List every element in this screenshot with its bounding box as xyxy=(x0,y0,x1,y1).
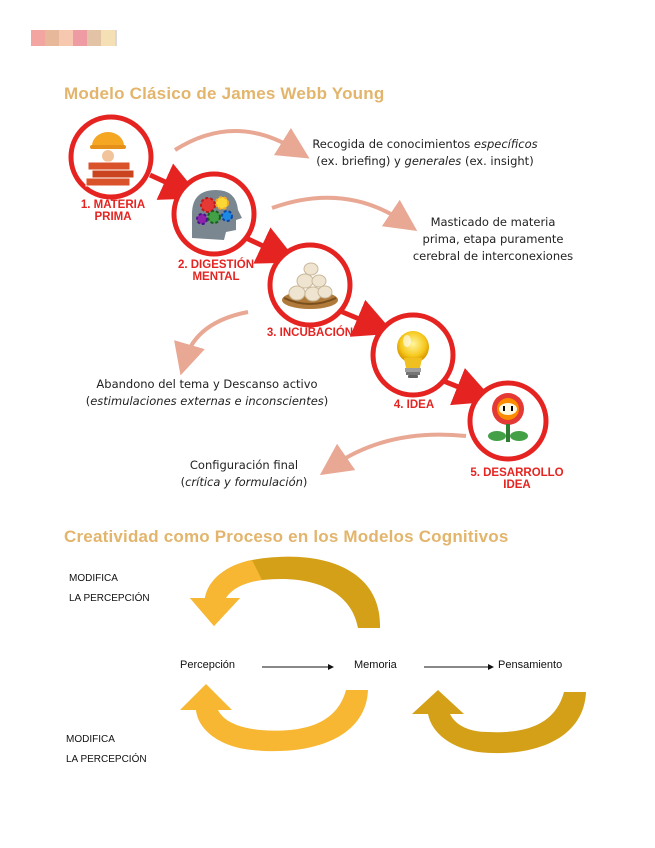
step2-circle xyxy=(171,171,257,257)
light-bulb-icon xyxy=(397,331,429,378)
step5-circle xyxy=(467,380,549,462)
cycle-arrow-top xyxy=(190,556,381,628)
cycle-arrow-bottom-left xyxy=(180,684,368,752)
bricks-worker-icon xyxy=(85,132,135,187)
section2-title: Creatividad como Proceso en los Modelos … xyxy=(64,527,509,546)
desc-arrow-1 xyxy=(173,127,310,159)
section1-title: Modelo Clásico de James Webb Young xyxy=(64,84,385,103)
step4-circle xyxy=(370,312,456,398)
step-connector-1 xyxy=(148,163,202,200)
swatch-6 xyxy=(101,30,115,46)
step1-circle xyxy=(68,114,154,200)
flow-memoria: Memoria xyxy=(354,659,397,671)
fire-flower-icon xyxy=(488,393,528,442)
eggs-nest-icon xyxy=(282,262,338,309)
swatch-5 xyxy=(87,30,101,46)
desc-arrow-2 xyxy=(271,195,418,231)
flow-percepcion: Percepción xyxy=(180,659,236,671)
bottom-left-label: MODIFICA LA PERCEPCIÓN xyxy=(66,734,147,765)
swatch-3 xyxy=(59,30,73,46)
step3-circle xyxy=(267,242,353,328)
cycle-arrow-bottom-right xyxy=(412,690,586,754)
desc-digestion-mental: Masticado de materia prima, etapa purame… xyxy=(412,215,574,263)
step-connector-3 xyxy=(339,299,395,337)
swatch-7 xyxy=(115,30,117,46)
brain-gears-icon xyxy=(192,190,242,240)
desc-materia-prima: Recogida de conocimientos específicos (e… xyxy=(312,137,538,168)
swatch-2 xyxy=(45,30,59,46)
step-connector-2 xyxy=(244,227,299,264)
step3-label: 3. INCUBACIÓN xyxy=(266,327,354,339)
step4-label: 4. IDEA xyxy=(393,399,435,411)
swatch-4 xyxy=(73,30,87,46)
desc-arrow-3 xyxy=(174,310,249,376)
top-left-label: MODIFICA LA PERCEPCIÓN xyxy=(69,573,150,604)
desc-arrow-4 xyxy=(319,432,467,476)
desc-desarrollo: Configuración final (crítica y formulaci… xyxy=(180,458,308,489)
swatch-1 xyxy=(31,30,45,46)
desc-incubacion: Abandono del tema y Descanso activo (est… xyxy=(85,377,329,408)
flow-pensamiento: Pensamiento xyxy=(498,659,563,671)
